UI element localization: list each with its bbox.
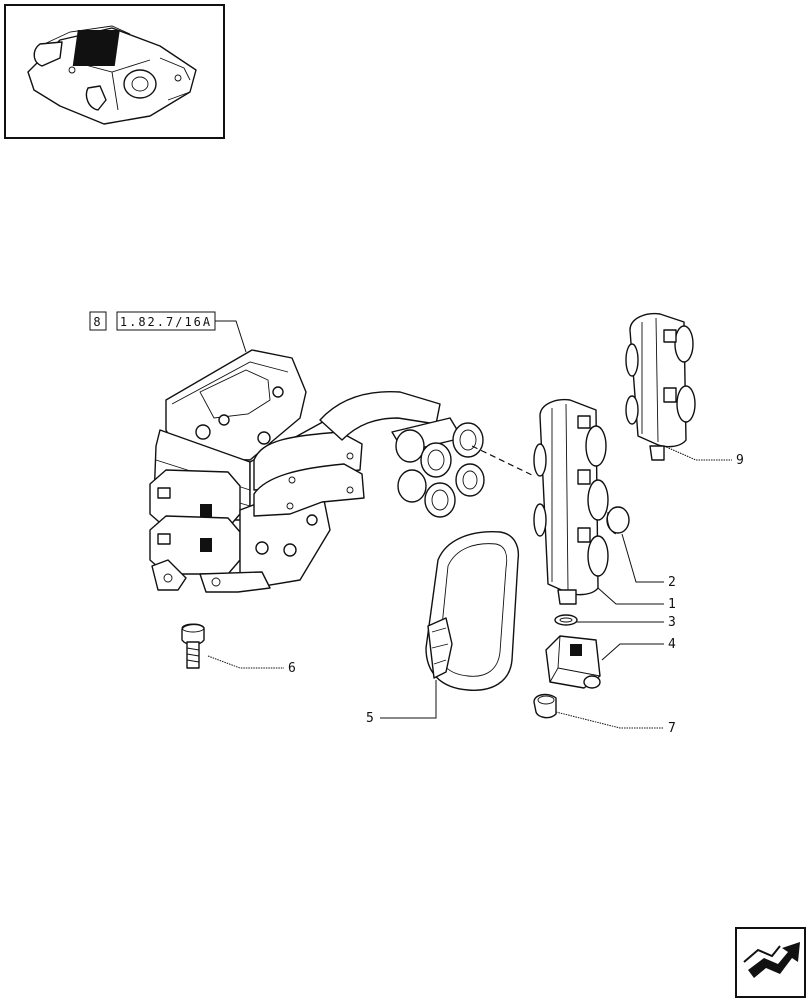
callout-7: 7 <box>668 721 676 736</box>
coupler-bracket-part-9[interactable] <box>625 312 696 461</box>
alignment-line <box>471 445 535 477</box>
valve-block-part-4[interactable] <box>545 635 601 689</box>
reference-code: 1.82.7/16A <box>120 315 212 329</box>
seal-gasket-part-5[interactable] <box>425 531 520 691</box>
callout-2: 2 <box>668 575 676 590</box>
reference-label[interactable]: 8 1.82.7/16A <box>89 311 247 353</box>
callout-9: 9 <box>736 453 744 468</box>
callout-1: 1 <box>668 597 676 612</box>
next-page-button[interactable] <box>735 927 806 998</box>
callout-labels: 1 2 3 4 5 6 7 9 <box>288 453 744 736</box>
callout-3: 3 <box>668 615 676 630</box>
tractor-hydraulic-housing-icon <box>27 25 197 125</box>
leader-lines <box>207 445 732 729</box>
callout-4: 4 <box>668 637 676 652</box>
plug-part-7[interactable] <box>533 693 557 719</box>
callout-5: 5 <box>366 711 374 726</box>
o-ring-part-3[interactable] <box>554 614 578 626</box>
bolt-part-6[interactable] <box>181 623 205 669</box>
dust-cap-part-2[interactable] <box>606 506 630 535</box>
quick-coupler-group <box>391 417 485 518</box>
reference-section: 8 <box>93 315 102 329</box>
thumbnail-frame[interactable] <box>4 4 225 139</box>
next-page-arrow-icon <box>743 942 800 978</box>
coupler-bracket-part-1[interactable] <box>533 398 609 605</box>
callout-6: 6 <box>288 661 296 676</box>
control-valve-assembly <box>149 349 485 593</box>
